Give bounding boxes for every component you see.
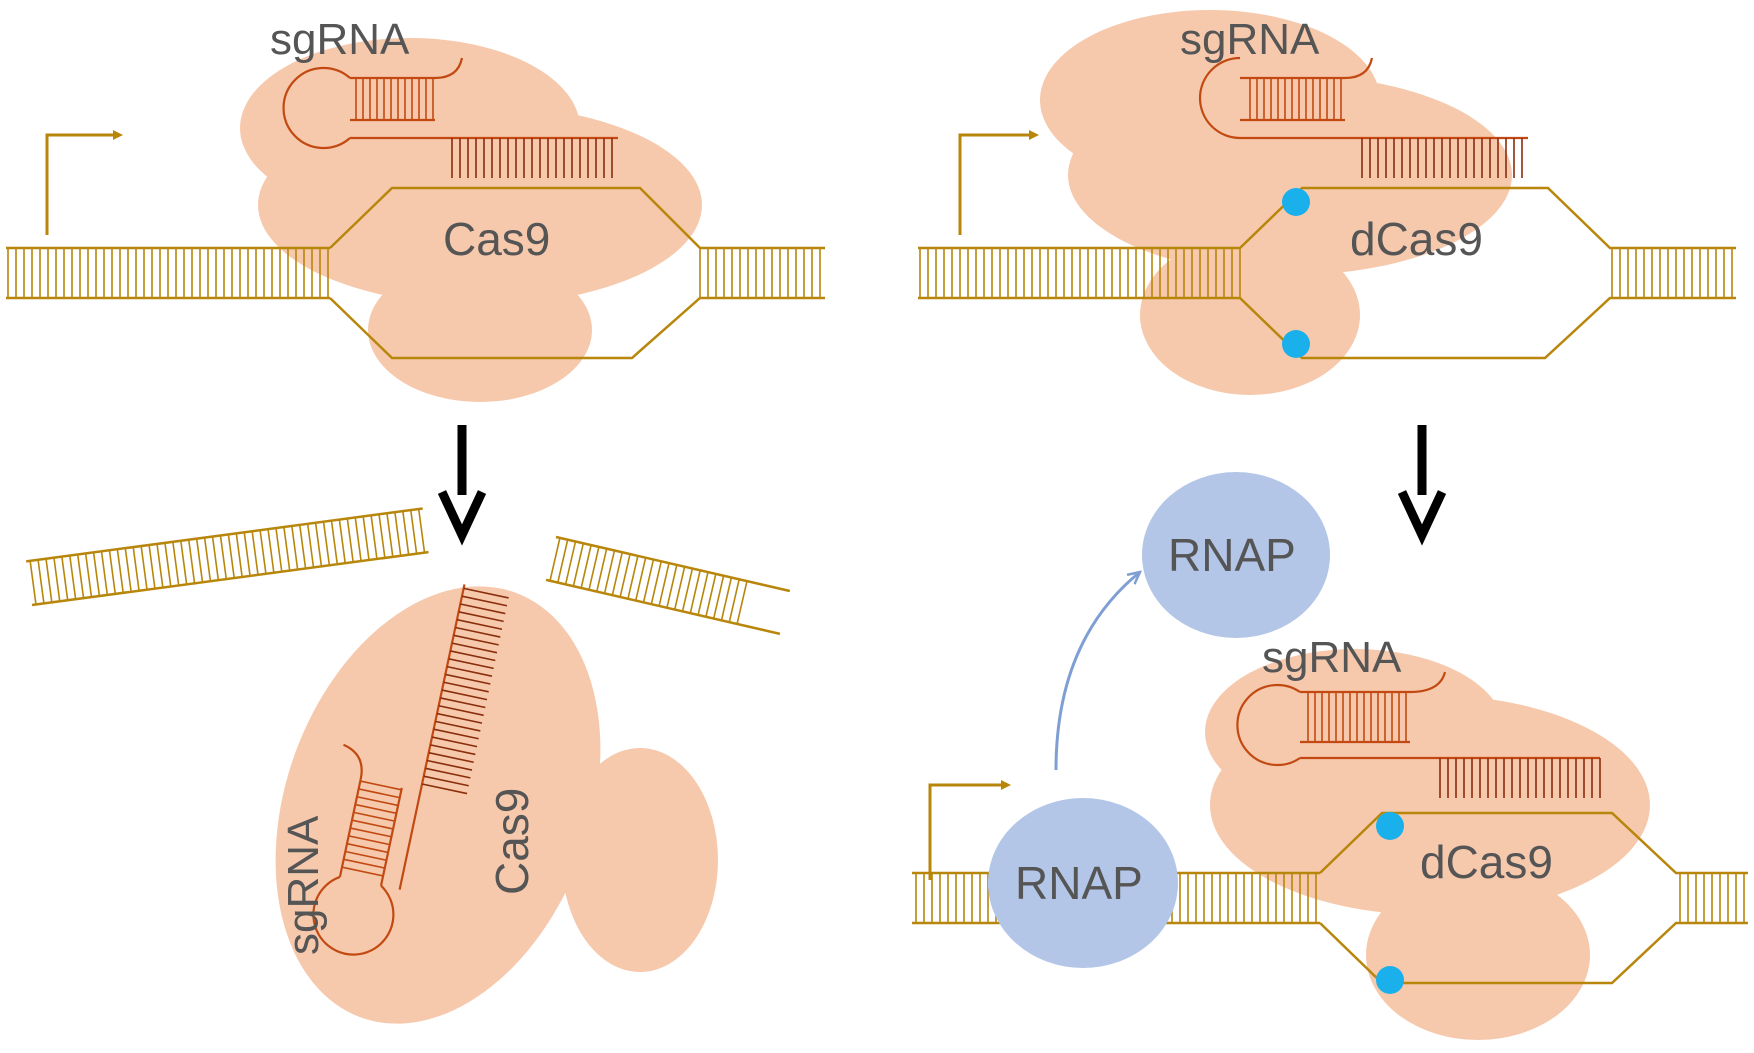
sgrna-label: sgRNA bbox=[1180, 15, 1320, 64]
released-cas9-complex: sgRNA Cas9 bbox=[275, 584, 718, 1024]
rnap-bound: RNAP bbox=[988, 798, 1178, 968]
curved-arrow-icon bbox=[1054, 572, 1140, 771]
cleaved-dna-left bbox=[26, 507, 429, 607]
dcas9-protein bbox=[1040, 10, 1512, 395]
sgrna-structure bbox=[1236, 671, 1601, 798]
rnap-label: RNAP bbox=[1168, 529, 1296, 581]
cas9-protein bbox=[275, 586, 718, 1024]
target-dna bbox=[918, 186, 1736, 360]
mutation-dot-icon bbox=[1376, 812, 1404, 994]
dcas9-top-complex: sgRNA dCas9 bbox=[918, 10, 1736, 395]
sgrna-structure bbox=[1198, 56, 1528, 178]
dcas9-protein bbox=[1205, 649, 1650, 1040]
sgrna-label: sgRNA bbox=[279, 815, 328, 955]
promoter-arrow-icon bbox=[45, 130, 123, 235]
promoter-arrow-icon bbox=[958, 130, 1039, 235]
dna-rungs bbox=[919, 248, 1733, 298]
down-arrow-icon bbox=[437, 425, 487, 546]
cas9-cleavage-panel: sgRNA Cas9 bbox=[6, 15, 825, 1024]
rnap-label: RNAP bbox=[1015, 857, 1143, 909]
dcas9-blocking-panel: sgRNA dCas9 RNAP bbox=[912, 10, 1748, 1040]
cas9-label: Cas9 bbox=[443, 213, 550, 265]
sgrna-label: sgRNA bbox=[1262, 633, 1402, 682]
sgrna-structure bbox=[282, 57, 618, 178]
sgrna-label: sgRNA bbox=[270, 15, 410, 64]
promoter-arrow-icon bbox=[928, 780, 1011, 880]
mutation-dot-icon bbox=[1282, 188, 1310, 358]
rnap-released: RNAP bbox=[1142, 472, 1330, 638]
dcas9-bottom-complex: sgRNA dCas9 RNAP bbox=[912, 633, 1748, 1040]
cleaved-dna-right bbox=[545, 535, 791, 636]
cas9-label: Cas9 bbox=[486, 788, 538, 895]
cas9-protein bbox=[240, 38, 702, 402]
dcas9-label: dCas9 bbox=[1350, 213, 1483, 265]
cas9-top-complex: sgRNA Cas9 bbox=[6, 15, 825, 402]
sgrna-structure bbox=[312, 584, 509, 956]
dcas9-label: dCas9 bbox=[1420, 836, 1553, 888]
dna-rungs bbox=[7, 248, 821, 298]
down-arrow-icon bbox=[1397, 425, 1447, 546]
